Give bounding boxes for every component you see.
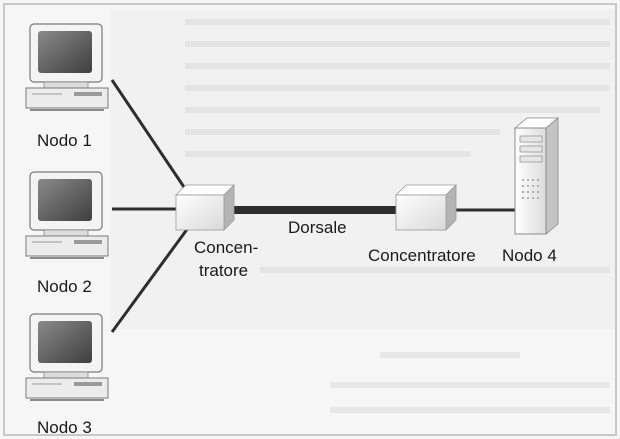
- links: [110, 79, 515, 333]
- frame-border: [3, 3, 617, 436]
- backbone-label: Dorsale: [288, 218, 347, 237]
- computer-icon: [25, 313, 109, 401]
- node-label-nodo-4: Nodo 4: [502, 246, 557, 265]
- hub-right: [395, 184, 457, 231]
- hub-left-label-line1: Concen-: [194, 238, 259, 257]
- computer-icon: [25, 23, 109, 111]
- hub-right-label: Concentratore: [368, 246, 476, 265]
- link-nodo3-hub: [110, 227, 190, 333]
- computer-icon: [25, 171, 109, 259]
- link-nodo1-hub: [110, 79, 190, 194]
- server-icon: [513, 117, 560, 235]
- node-label-nodo-2: Nodo 2: [37, 277, 92, 296]
- node-label-nodo-3: Nodo 3: [37, 418, 92, 437]
- hub-left-label-line2: tratore: [199, 261, 249, 280]
- node-label-nodo-1: Nodo 1: [37, 131, 92, 150]
- hub-left: [175, 184, 235, 231]
